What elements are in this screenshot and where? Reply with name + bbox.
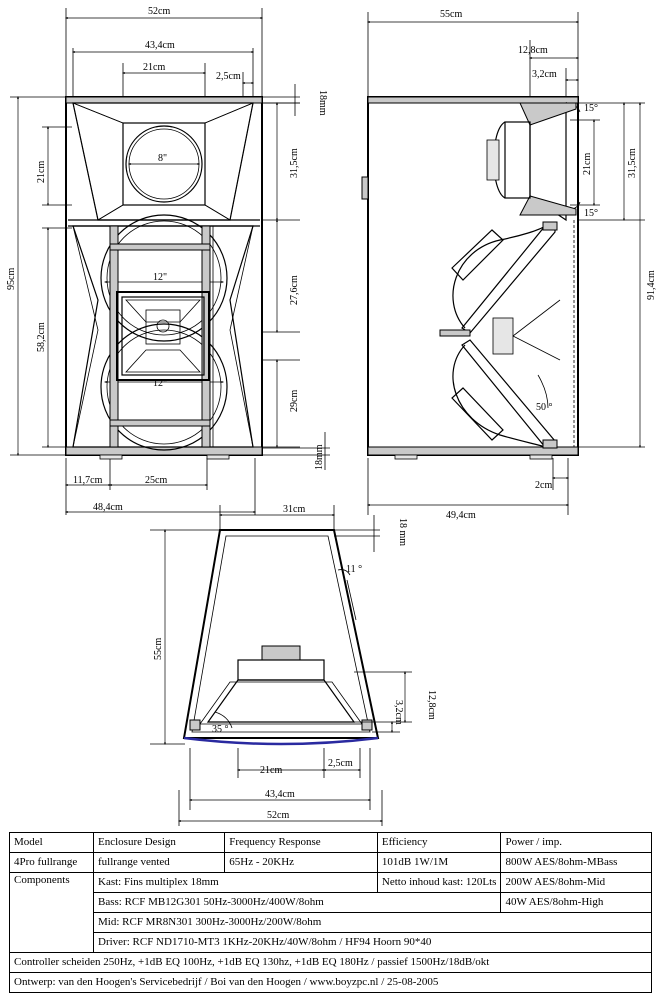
dim-top-depth: 55cm: [153, 638, 164, 660]
power-high: 40W AES/8ohm-High: [500, 892, 652, 913]
dim-front-bottom-section: 29cm: [289, 390, 300, 412]
efficiency-label: Efficiency: [376, 832, 502, 853]
label-side-bass-angle: 50 °: [536, 402, 553, 413]
top-view: 31cm 18 mm 11 ° 55cm 35 ° 12,8cm 3: [150, 504, 437, 826]
driver-value: Driver: RCF ND1710-MT3 1KHz-20KHz/40W/8o…: [93, 932, 652, 953]
dim-front-horn-width: 43,4cm: [145, 40, 175, 51]
dim-side-bottom-depth: 49,4cm: [446, 510, 476, 521]
enclosure-value: fullrange vented: [92, 852, 226, 873]
label-8in: 8": [158, 153, 167, 164]
dim-side-horn-depth: 12,8cm: [518, 45, 548, 56]
dim-side-horn-offset: 3,2cm: [532, 69, 557, 80]
dim-side-upper-height: 31,5cm: [627, 148, 638, 178]
dim-front-mid-section: 31,5cm: [289, 148, 300, 178]
label-12in-top: 12": [153, 272, 167, 283]
ontwerp-value: Ontwerp: van den Hoogen's Servicebedrijf…: [9, 972, 652, 993]
dim-front-driver-width: 21cm: [143, 62, 165, 73]
kast-value: Kast: Fins multiplex 18mm: [93, 872, 378, 893]
dim-top-back-width: 31cm: [283, 504, 305, 515]
frequency-value: 65Hz - 20KHz: [224, 852, 378, 873]
power-label: Power / imp.: [500, 832, 652, 853]
power-mid: 200W AES/8ohm-Mid: [500, 872, 652, 893]
dim-front-foot-offset: 11,7cm: [73, 475, 103, 486]
dim-side-foot-offset: 2cm: [535, 480, 552, 491]
dim-front-base-width: 48,4cm: [93, 502, 123, 513]
label-12in-bottom: 12": [153, 378, 167, 389]
front-view: 52cm 43,4cm 21cm 2,5cm 18mm 95cm 21cm 58…: [6, 6, 330, 515]
dim-front-foot-spacing: 25cm: [145, 475, 167, 486]
dim-top-back-board: 18 mm: [397, 518, 408, 546]
side-view: 55cm 12,8cm 3,2cm 15° 15° 21cm 31,5cm 91…: [361, 9, 657, 521]
bass-driver-top: [100, 214, 228, 342]
model-value: 4Pro fullrange: [9, 852, 94, 873]
dim-front-overall-height: 95cm: [6, 268, 17, 290]
bass-value: Bass: RCF MB12G301 50Hz-3000Hz/400W/8ohm: [92, 892, 502, 913]
label-side-angle-bottom: 15°: [584, 208, 598, 219]
components-label: Components: [9, 872, 94, 953]
label-top-side-angle: 11 °: [346, 564, 362, 575]
dim-front-overall-width: 52cm: [148, 6, 170, 17]
dim-front-bottom-board: 18mm: [314, 444, 325, 470]
top-driver-magnet: [261, 645, 301, 661]
dim-top-horn-depth: 12,8cm: [426, 690, 437, 720]
frequency-label: Frequency Response: [224, 832, 378, 853]
dim-top-edge-offset: 2,5cm: [328, 758, 353, 769]
label-top-horn-angle: 35 °: [212, 724, 229, 735]
model-label: Model: [9, 832, 94, 853]
enclosure-label: Enclosure Design: [92, 832, 226, 853]
dim-top-front-width: 43,4cm: [265, 789, 295, 800]
dim-front-mid-to-tweeter: 27,6cm: [289, 275, 300, 305]
dim-front-lower-height: 58,2cm: [36, 322, 47, 352]
mid-value: Mid: RCF MR8N301 300Hz-3000Hz/200W/8ohm: [93, 912, 652, 933]
efficiency-value: 101dB 1W/1M: [376, 852, 502, 873]
spec-table: Model Enclosure Design Frequency Respons…: [9, 832, 652, 993]
dim-top-driver-width: 21cm: [260, 765, 282, 776]
dim-front-edge-offset: 2,5cm: [216, 71, 241, 82]
dim-front-top-board: 18mm: [317, 90, 328, 116]
dim-side-rear-height: 91,4cm: [646, 270, 657, 300]
side-bass-chamber-upper: [461, 225, 556, 334]
dim-top-horn-offset: 3,2cm: [393, 700, 404, 725]
controller-value: Controller scheiden 250Hz, +1dB EQ 100Hz…: [9, 952, 652, 973]
mid-driver-circle: [125, 125, 203, 203]
bass-driver-bottom: [100, 323, 228, 451]
power-bass: 800W AES/8ohm-MBass: [500, 852, 652, 873]
netto-value: Netto inhoud kast: 120Lts: [376, 872, 502, 893]
dim-side-horn-height: 21cm: [582, 153, 593, 175]
tweeter-horn-box: [116, 291, 210, 381]
dim-front-horn-height: 21cm: [36, 161, 47, 183]
dim-top-overall-width: 52cm: [267, 810, 289, 821]
label-side-angle-top: 15°: [584, 103, 598, 114]
dim-side-depth: 55cm: [440, 9, 462, 20]
